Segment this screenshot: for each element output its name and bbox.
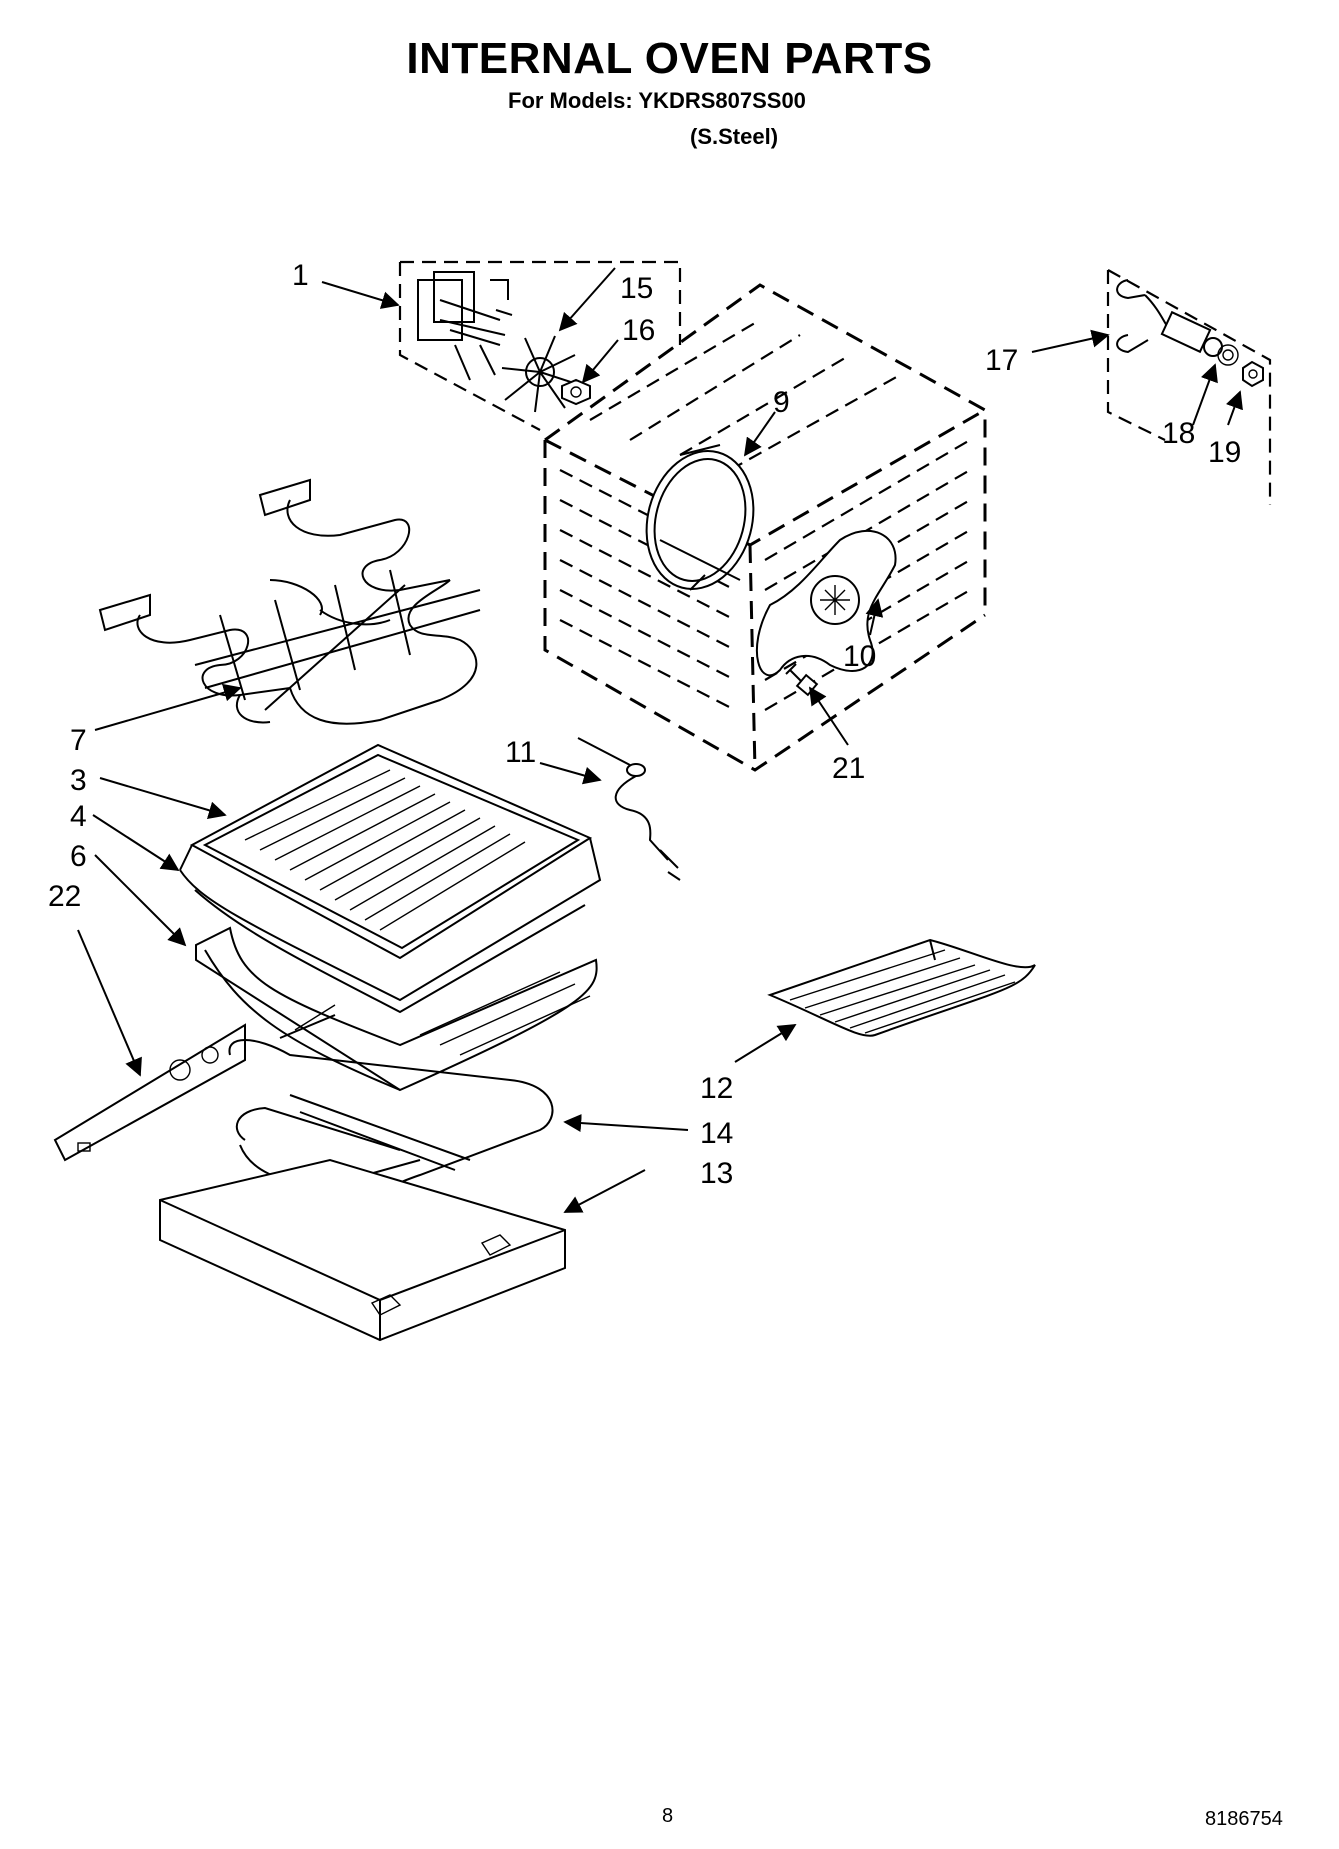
- callout-14: 14: [700, 1117, 733, 1150]
- callout-15: 15: [620, 272, 653, 305]
- callout-13: 13: [700, 1157, 733, 1190]
- broiler-pan: [179, 837, 602, 1014]
- meat-probe: [577, 737, 681, 881]
- callout-12: 12: [700, 1072, 733, 1105]
- broil-element: [98, 478, 481, 725]
- callout-19: 19: [1208, 436, 1241, 469]
- callout-21: 21: [832, 752, 865, 785]
- rack-support: [53, 1023, 246, 1162]
- oven-rack: [195, 926, 598, 1092]
- fan-cover: [756, 530, 897, 677]
- fan-blade: [501, 335, 581, 413]
- finish-line: (S.Steel): [690, 124, 779, 149]
- convection-motor-group: [398, 260, 682, 431]
- page-number: 8: [662, 1805, 674, 1827]
- callout-10: 10: [843, 640, 876, 673]
- document-number: 8186754: [1205, 1808, 1283, 1830]
- light-socket-group: [1106, 269, 1272, 505]
- page-title: INTERNAL OVEN PARTS: [406, 34, 933, 83]
- oven-shelf: [767, 938, 1036, 1037]
- callout-7: 7: [70, 724, 87, 757]
- callout-18: 18: [1162, 417, 1195, 450]
- callout-9: 9: [773, 386, 790, 419]
- broiler-pan-grid: [189, 743, 593, 960]
- callout-11: 11: [505, 736, 536, 769]
- callout-4: 4: [70, 800, 87, 833]
- fan-guard-ring: [645, 444, 755, 591]
- callout-6: 6: [70, 840, 87, 873]
- callout-22: 22: [48, 880, 81, 913]
- models-line: For Models: YKDRS807SS00: [508, 88, 806, 113]
- callout-16: 16: [622, 314, 655, 347]
- callout-1: 1: [292, 259, 309, 292]
- callout-17: 17: [985, 344, 1018, 377]
- callout-3: 3: [70, 764, 87, 797]
- leader-lines: [77, 267, 1243, 1213]
- oven-cavity: [543, 283, 987, 772]
- warming-drawer-pan: [159, 1158, 566, 1342]
